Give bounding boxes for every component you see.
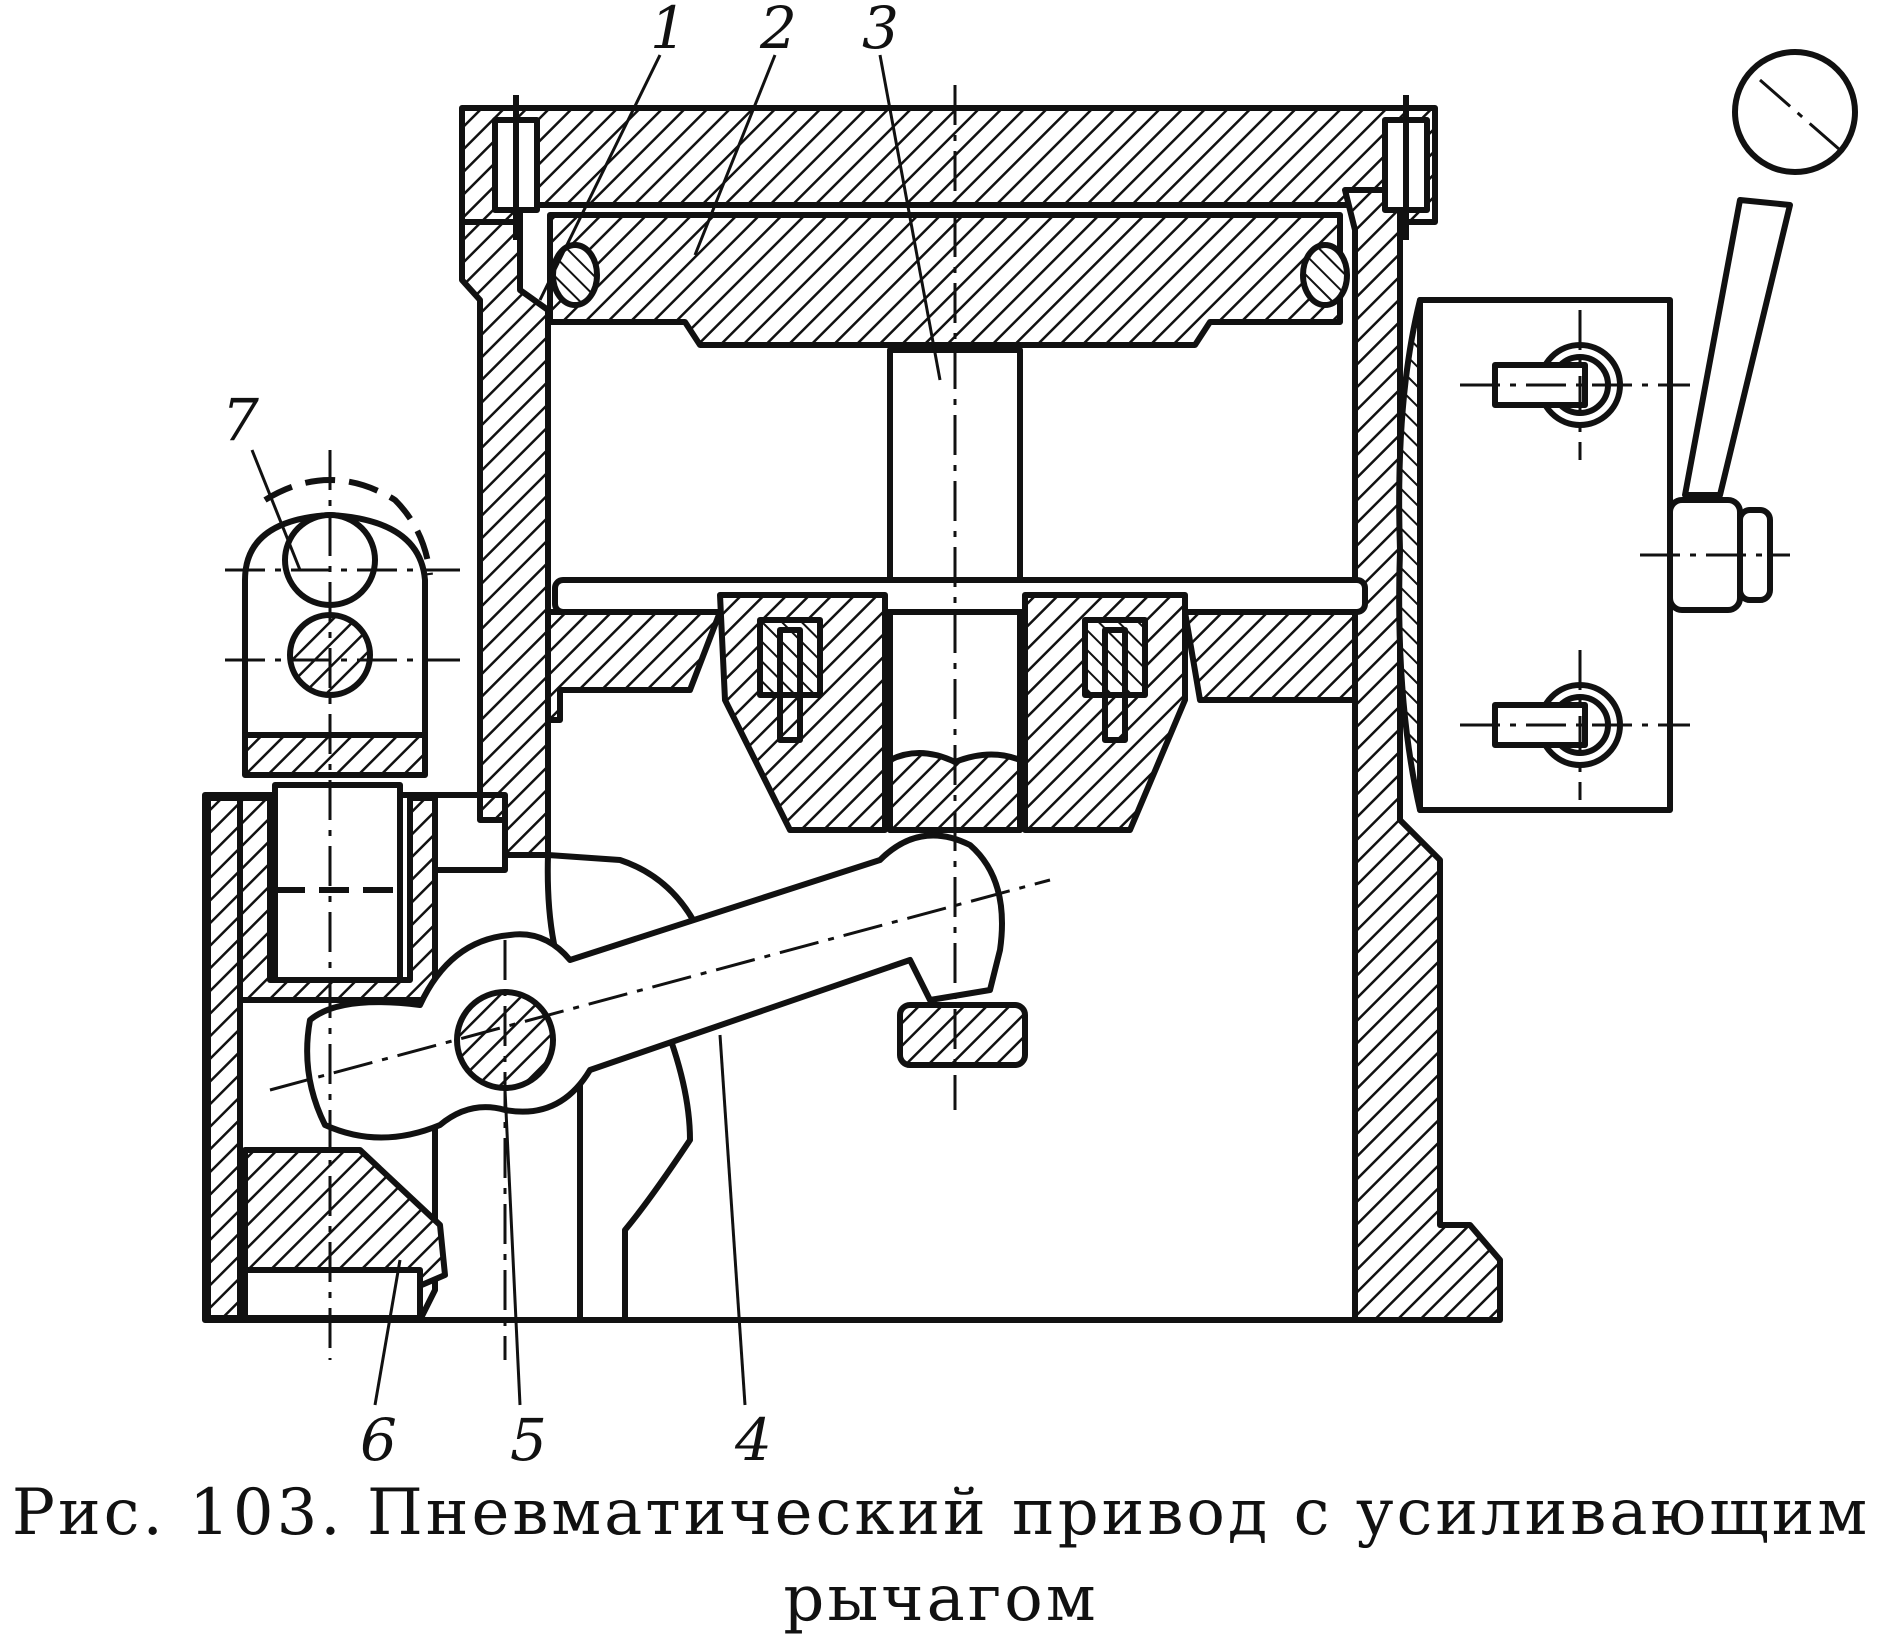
center-lines — [225, 78, 1841, 1360]
cover-screw-left — [492, 95, 540, 240]
body-left-wall — [205, 795, 243, 1321]
callout-6: 6 — [360, 1406, 397, 1474]
thrust-block — [897, 1002, 1028, 1068]
figure-caption: Рис. 103. Пневматический привод с усилив… — [0, 1470, 1882, 1642]
left-cylinder-wall — [459, 219, 551, 858]
leader-5 — [503, 1089, 522, 1406]
callout-4: 4 — [734, 1406, 772, 1474]
screw-right — [1082, 617, 1148, 743]
valve-handle — [1682, 49, 1858, 498]
leader-6 — [373, 1259, 402, 1406]
clamp-head — [242, 477, 433, 778]
leader-1 — [538, 54, 662, 301]
leader-7 — [250, 449, 302, 571]
leader-4 — [718, 1034, 747, 1406]
callout-7: 7 — [222, 386, 259, 454]
screw-left — [757, 617, 823, 743]
callout-1: 1 — [650, 0, 687, 62]
cover-screw-right — [1382, 95, 1430, 240]
leader-2 — [693, 54, 777, 256]
caption-line-1: Рис. 103. Пневматический привод с усилив… — [11, 1476, 1871, 1550]
caption-line-2: рычагом — [783, 1562, 1099, 1636]
leader-3 — [878, 54, 942, 381]
plunger-housing — [237, 782, 438, 1003]
callout-5: 5 — [510, 1406, 547, 1474]
callout-2: 2 — [759, 0, 797, 62]
callout-3: 3 — [862, 0, 899, 62]
piston — [547, 212, 1350, 348]
top-cover — [459, 105, 1438, 225]
